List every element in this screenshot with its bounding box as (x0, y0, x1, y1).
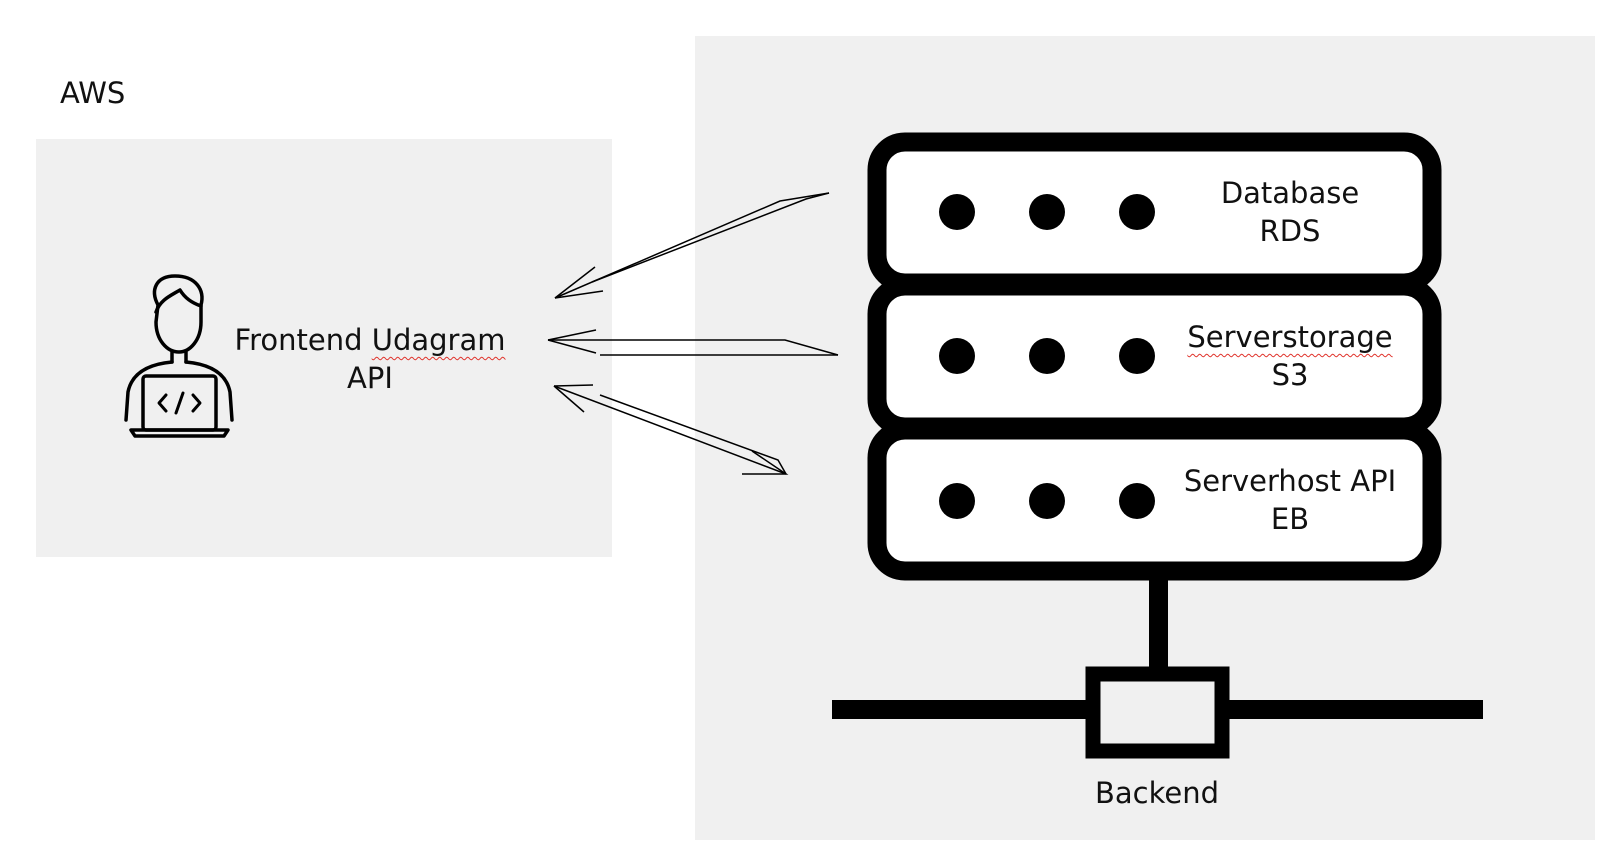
arrow-frontend-database (554, 192, 830, 299)
server-database-line2: RDS (1259, 214, 1321, 248)
frontend-label: Frontend Udagram API (205, 321, 535, 397)
developer-laptop-icon (124, 274, 234, 438)
server-storage-line1: Serverstorage (1187, 320, 1393, 354)
server-database-label: Database RDS (1140, 174, 1440, 250)
frontend-panel (36, 139, 612, 557)
server-database-line1: Database (1220, 176, 1360, 210)
frontend-label-line2: API (347, 361, 393, 395)
arrow-frontend-serverhost (553, 384, 789, 475)
arrow-frontend-storage (547, 329, 839, 356)
server-storage-line2: S3 (1271, 358, 1309, 392)
server-indicator-lights (939, 194, 1155, 519)
frontend-label-line1a: Frontend (234, 323, 372, 357)
backend-label: Backend (1094, 776, 1219, 810)
server-host-line1: Serverhost API (1183, 464, 1397, 498)
aws-label: AWS (60, 76, 126, 110)
server-storage-label: Serverstorage S3 (1140, 318, 1440, 394)
server-host-label: Serverhost API EB (1140, 462, 1440, 538)
network-connector-icon (832, 580, 1483, 759)
server-host-line2: EB (1270, 502, 1310, 536)
frontend-label-line1b: Udagram (371, 323, 506, 357)
